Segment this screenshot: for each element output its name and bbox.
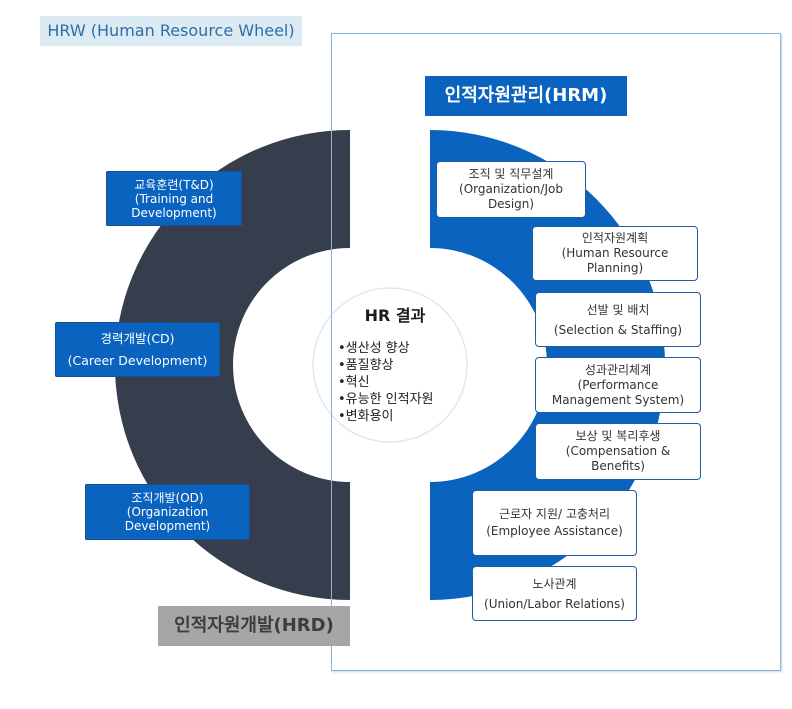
hrd-box-line: (Organization bbox=[126, 505, 209, 519]
hrm-box-line: (Union/Labor Relations) bbox=[484, 596, 625, 611]
hrm-box-line: 선발 및 배치 bbox=[586, 302, 650, 317]
hr-outcome-item: •유능한 인적자원 bbox=[338, 392, 434, 407]
hrd-box-line: 조직개발(OD) bbox=[131, 491, 204, 505]
hrm-box-line: 노사관계 bbox=[532, 576, 577, 591]
hrm-box-performance: 성과관리체계 (Performance Management System) bbox=[535, 357, 701, 413]
hrm-box-employee-assistance: 근로자 지원/ 고충처리 (Employee Assistance) bbox=[472, 490, 637, 556]
hrm-box-line: (Human Resource bbox=[561, 246, 669, 260]
hr-outcome-list: •생산성 향상 •품질향상 •혁신 •유능한 인적자원 •변화용이 bbox=[338, 340, 488, 425]
hrd-footer: 인적자원개발(HRD) bbox=[158, 606, 350, 646]
hrm-box-compensation: 보상 및 복리후생 (Compensation & Benefits) bbox=[535, 423, 701, 480]
hrm-box-line: Management System) bbox=[551, 392, 685, 407]
hrm-box-line: (Organization/Job bbox=[459, 182, 563, 196]
hrm-box-selection: 선발 및 배치 (Selection & Staffing) bbox=[535, 292, 701, 347]
hrm-box-line: (Employee Assistance) bbox=[486, 524, 623, 538]
hrd-box-line: (Training and bbox=[134, 191, 214, 206]
hrm-box-line: 조직 및 직무설계 bbox=[468, 167, 554, 181]
hrm-box-line: Benefits) bbox=[591, 459, 645, 473]
hrm-box-line: (Selection & Staffing) bbox=[553, 322, 683, 337]
hrm-box-line: (Compensation & bbox=[565, 444, 671, 458]
hrd-box-line: 교육훈련(T&D) bbox=[134, 177, 214, 192]
hr-outcome-item: •변화용이 bbox=[338, 409, 394, 424]
hrd-box-line: Development) bbox=[131, 205, 217, 220]
hrd-box-line: 경력개발(CD) bbox=[100, 330, 175, 346]
hrm-box-line: Planning) bbox=[586, 261, 644, 275]
hrm-box-line: (Performance bbox=[577, 377, 659, 392]
hr-outcome-title: HR 결과 bbox=[364, 306, 426, 325]
hrd-box-career: 경력개발(CD) (Career Development) bbox=[55, 322, 220, 377]
hrm-box-organization-design: 조직 및 직무설계 (Organization/Job Design) bbox=[436, 161, 586, 218]
hrm-box-line: Design) bbox=[487, 197, 535, 211]
hrd-box-line: (Career Development) bbox=[67, 352, 208, 368]
hrm-box-labor-relations: 노사관계 (Union/Labor Relations) bbox=[472, 566, 637, 621]
hr-outcome-item: •품질향상 bbox=[338, 358, 394, 373]
hrm-box-hr-planning: 인적자원계획 (Human Resource Planning) bbox=[532, 226, 698, 281]
hrd-box-training: 교육훈련(T&D) (Training and Development) bbox=[106, 171, 242, 226]
hrm-frame bbox=[331, 33, 781, 671]
hrd-box-line: Development) bbox=[124, 519, 211, 533]
hr-outcome-item: •생산성 향상 bbox=[338, 341, 410, 356]
hrm-box-line: 보상 및 복리후생 bbox=[575, 429, 661, 443]
hrm-header: 인적자원관리(HRM) bbox=[425, 76, 627, 116]
hrm-box-line: 인적자원계획 bbox=[581, 231, 649, 245]
hr-outcome-item: •혁신 bbox=[338, 375, 370, 390]
hrd-box-organization: 조직개발(OD) (Organization Development) bbox=[85, 484, 250, 540]
hrm-box-line: 근로자 지원/ 고충처리 bbox=[498, 507, 611, 521]
diagram-title: HRW (Human Resource Wheel) bbox=[40, 16, 302, 46]
center-circle bbox=[312, 287, 468, 443]
hrm-box-line: 성과관리체계 bbox=[584, 362, 652, 377]
hrd-ring bbox=[115, 130, 350, 600]
